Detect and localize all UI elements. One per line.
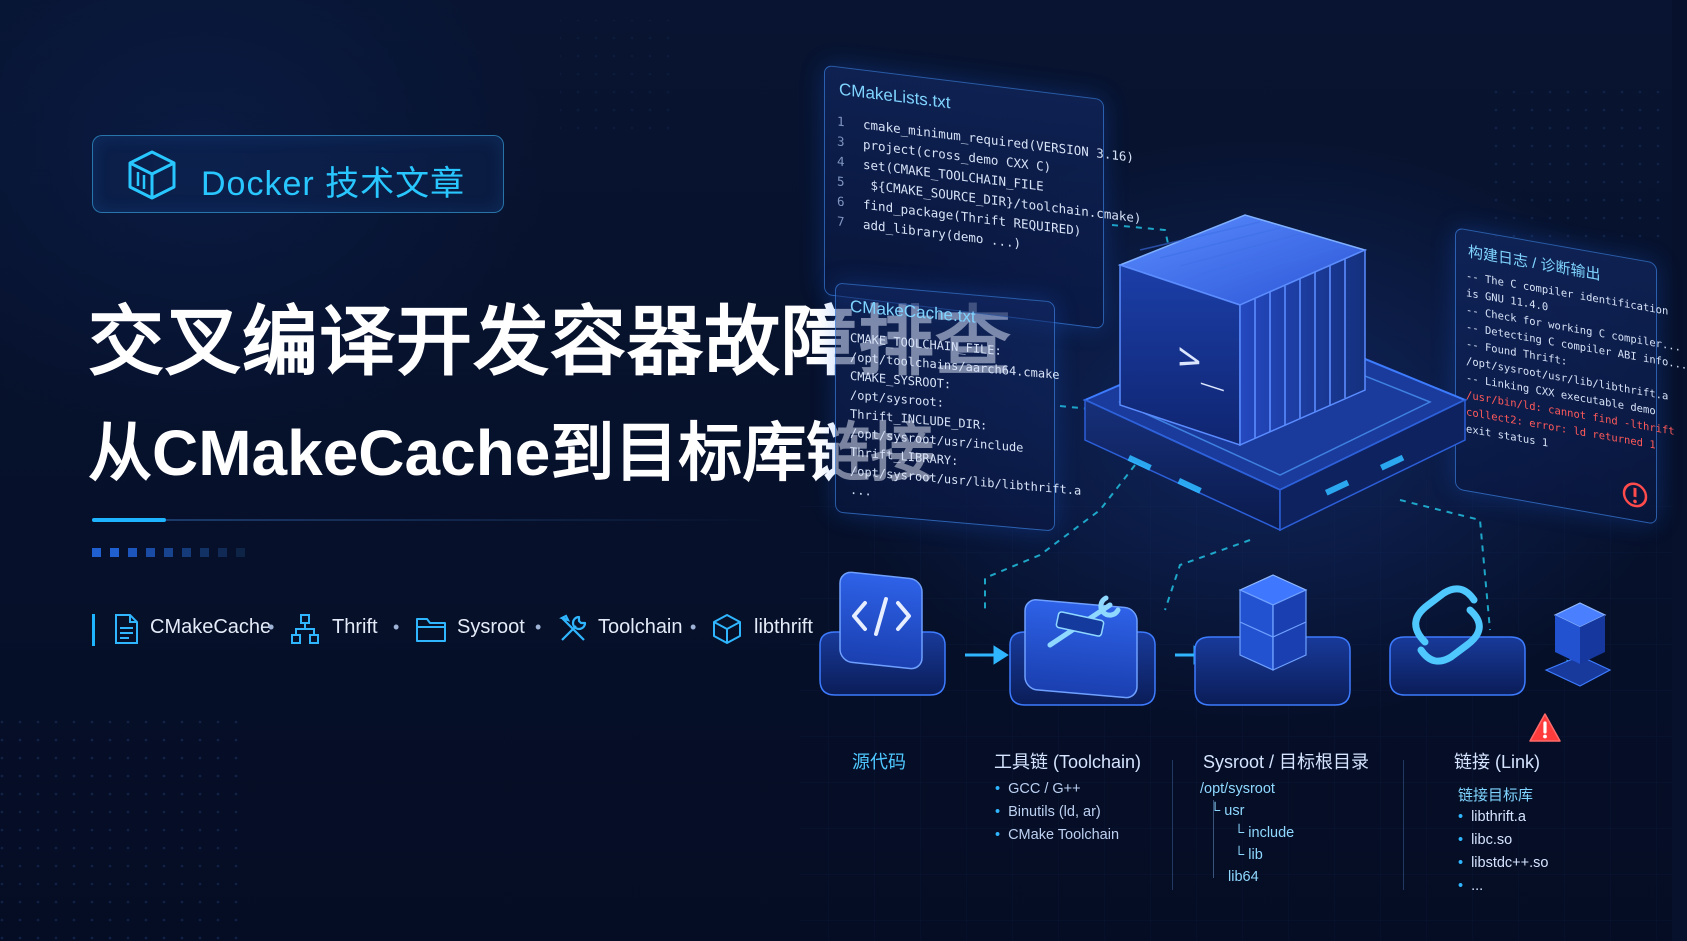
link-sublabel: 链接目标库 [1458, 787, 1534, 804]
tags-bar [92, 614, 95, 646]
tag-separator: • [268, 617, 275, 637]
link-block [1389, 585, 1526, 696]
stage-divider [1172, 760, 1173, 890]
list-item: •Binutils (ld, ar) [995, 804, 1101, 820]
pipeline-blocks [819, 571, 1612, 706]
stage-label-source: 源代码 [852, 752, 906, 772]
page-subtitle: 从CMakeCache到目标库链接 [88, 417, 935, 489]
badge-label: Docker 技术文章 [201, 165, 466, 203]
list-item: •libstdc++.so [1458, 855, 1549, 871]
list-item: •libthrift.a [1458, 809, 1526, 825]
source-code-block [819, 571, 946, 696]
cmakecache-panel: CMakeCache.txt CMAKE_TOOLCHAIN_FILE: /op… [835, 282, 1081, 532]
list-item: •CMake Toolchain [995, 827, 1120, 843]
toolchain-block [1009, 595, 1156, 706]
build-log-output: -- The C compiler identification is GNU … [1466, 268, 1687, 477]
stage-label-toolchain: 工具链 (Toolchain) [994, 752, 1142, 772]
stage-divider [1403, 760, 1404, 890]
cmakecache-code: CMAKE_TOOLCHAIN_FILE: /opt/toolchains/aa… [850, 329, 1081, 520]
package-icon [713, 614, 741, 644]
tag-separator: • [535, 617, 542, 637]
tree-node: lib64 [1228, 869, 1259, 885]
tag-separator: • [690, 617, 697, 637]
stage-label-sysroot: Sysroot / 目标根目录 [1203, 752, 1370, 772]
stage-label-link: 链接 (Link) [1454, 752, 1541, 772]
tree-node: /opt/sysroot [1200, 781, 1275, 797]
tree-node: └ lib [1234, 847, 1263, 863]
tools-icon [559, 614, 587, 641]
title-divider [92, 519, 772, 521]
target-library-cube [1544, 602, 1612, 687]
tag-sysroot: Sysroot [457, 616, 525, 638]
tag-toolchain: Toolchain [598, 616, 683, 638]
tree-node: └ usr [1210, 803, 1245, 819]
sysroot-tree: /opt/sysroot └ usr └ include └ lib lib64 [1200, 778, 1294, 888]
warning-icon [1529, 713, 1561, 742]
tree-guide [1213, 800, 1214, 878]
cube-icon [128, 150, 176, 200]
hierarchy-icon [291, 614, 319, 644]
list-item: •libc.so [1458, 832, 1513, 848]
title-divider-accent [92, 518, 166, 522]
sysroot-block [1194, 574, 1351, 706]
cmakelists-title: CMakeLists.txt [839, 79, 951, 113]
tag-cmakecache: CMakeCache [150, 616, 272, 638]
decor-squares [92, 548, 245, 557]
link-targets-list: •libthrift.a •libc.so •libstdc++.so •... [1458, 806, 1548, 898]
tag-thrift: Thrift [332, 616, 378, 638]
list-item: •... [1458, 878, 1484, 894]
folder-icon [416, 618, 446, 642]
category-badge: Docker 技术文章 [92, 135, 504, 213]
build-log-panel: 构建日志 / 诊断输出 -- The C compiler identifica… [1455, 227, 1687, 525]
list-item: •GCC / G++ [995, 781, 1081, 797]
file-icon [115, 614, 138, 644]
tag-libthrift: libthrift [754, 616, 813, 638]
cmakecache-title: CMakeCache.txt [850, 296, 976, 327]
tree-node: └ include [1234, 825, 1295, 841]
error-circle-icon [1622, 482, 1648, 508]
tag-separator: • [393, 617, 400, 637]
docker-container-illustration [1082, 214, 1468, 532]
toolchain-list: •GCC / G++ •Binutils (ld, ar) •CMake Too… [995, 778, 1119, 847]
